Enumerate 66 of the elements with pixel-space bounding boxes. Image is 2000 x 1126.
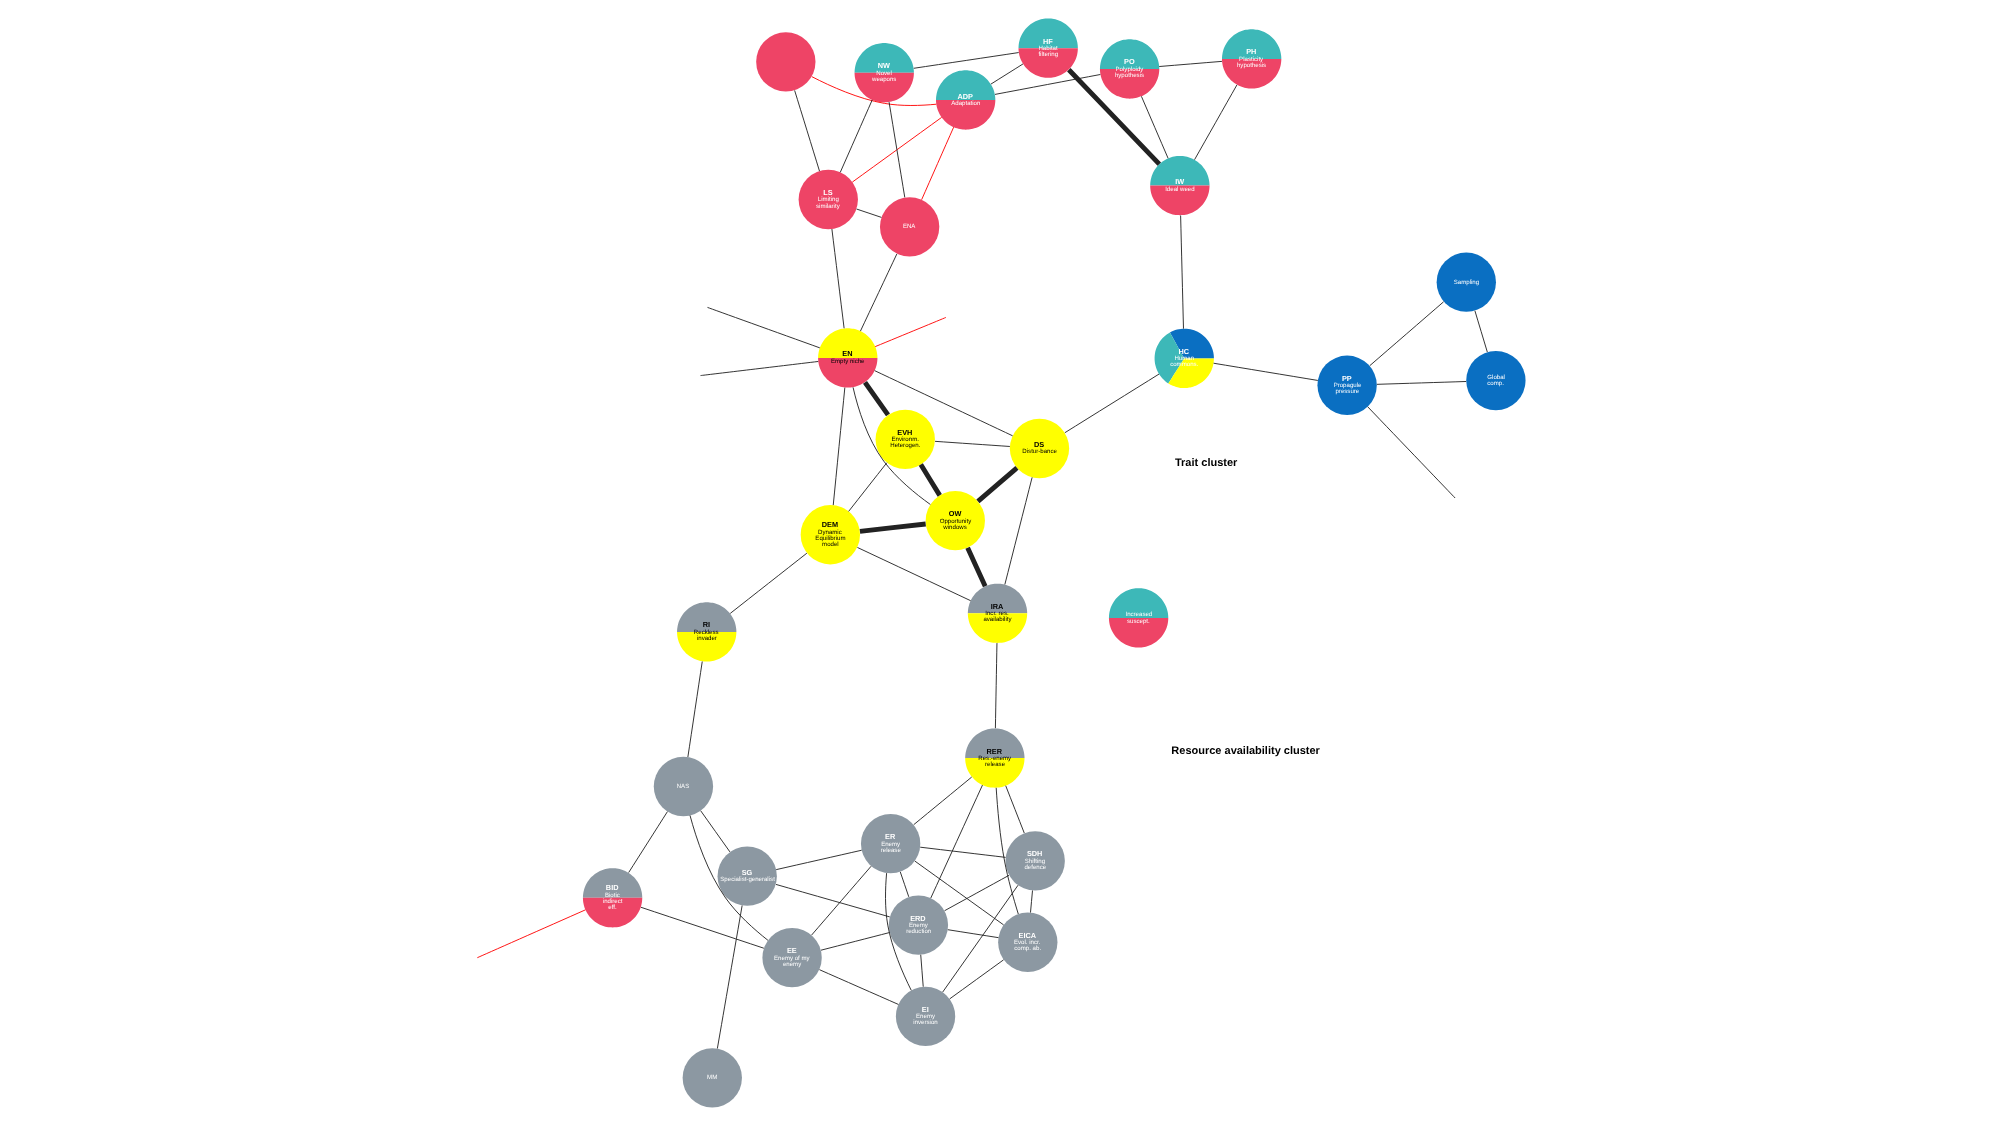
connector (1473, 310, 1487, 353)
connector (1063, 373, 1159, 434)
connector (831, 387, 845, 506)
connector (855, 547, 971, 602)
connector (933, 440, 1010, 447)
connector (1368, 301, 1444, 367)
connector (913, 860, 1004, 926)
connector (706, 306, 820, 349)
connector (810, 76, 936, 106)
connector (699, 361, 818, 377)
connector (793, 89, 819, 172)
connector (873, 317, 946, 348)
connector (1004, 785, 1024, 834)
connector (993, 642, 997, 729)
connector (862, 380, 889, 417)
connector (943, 874, 1009, 912)
connector (1366, 406, 1455, 499)
connector (1375, 381, 1466, 385)
node-circle (755, 32, 815, 92)
connector (1193, 84, 1237, 161)
connector (688, 814, 768, 941)
connector (912, 52, 1019, 69)
connector (964, 546, 987, 588)
connector (975, 466, 1018, 504)
connector (898, 871, 909, 898)
connector (993, 74, 1100, 95)
connector (838, 99, 872, 173)
connector (948, 959, 1003, 1000)
connector (1179, 215, 1183, 330)
connector (917, 463, 941, 497)
connector (851, 386, 930, 505)
connector (859, 253, 897, 332)
connector (919, 954, 923, 988)
connector (475, 909, 585, 959)
connector (1139, 95, 1168, 159)
connector (830, 228, 844, 329)
connector (627, 811, 667, 873)
connector (774, 849, 862, 871)
connector (715, 905, 742, 1049)
connector (728, 552, 807, 614)
connector (1003, 476, 1032, 585)
connector (941, 884, 1018, 993)
connector (1029, 890, 1032, 913)
connector (929, 784, 982, 899)
connector (818, 969, 898, 1005)
connector (918, 846, 1006, 858)
connector (1157, 60, 1222, 67)
connector (858, 521, 925, 534)
connector (1212, 362, 1318, 381)
connector (920, 126, 954, 201)
connector (699, 810, 730, 853)
connector (884, 872, 911, 991)
connector (850, 116, 942, 183)
connector (912, 776, 972, 826)
connector (989, 63, 1023, 85)
connector (887, 101, 905, 198)
connector (810, 865, 871, 936)
connector (819, 932, 890, 951)
connector (639, 906, 764, 949)
connector (946, 929, 998, 939)
connector (686, 661, 702, 758)
connector (873, 370, 1013, 437)
connector (847, 462, 887, 512)
connector (994, 787, 1018, 915)
connector (855, 208, 881, 218)
connector (774, 883, 890, 918)
